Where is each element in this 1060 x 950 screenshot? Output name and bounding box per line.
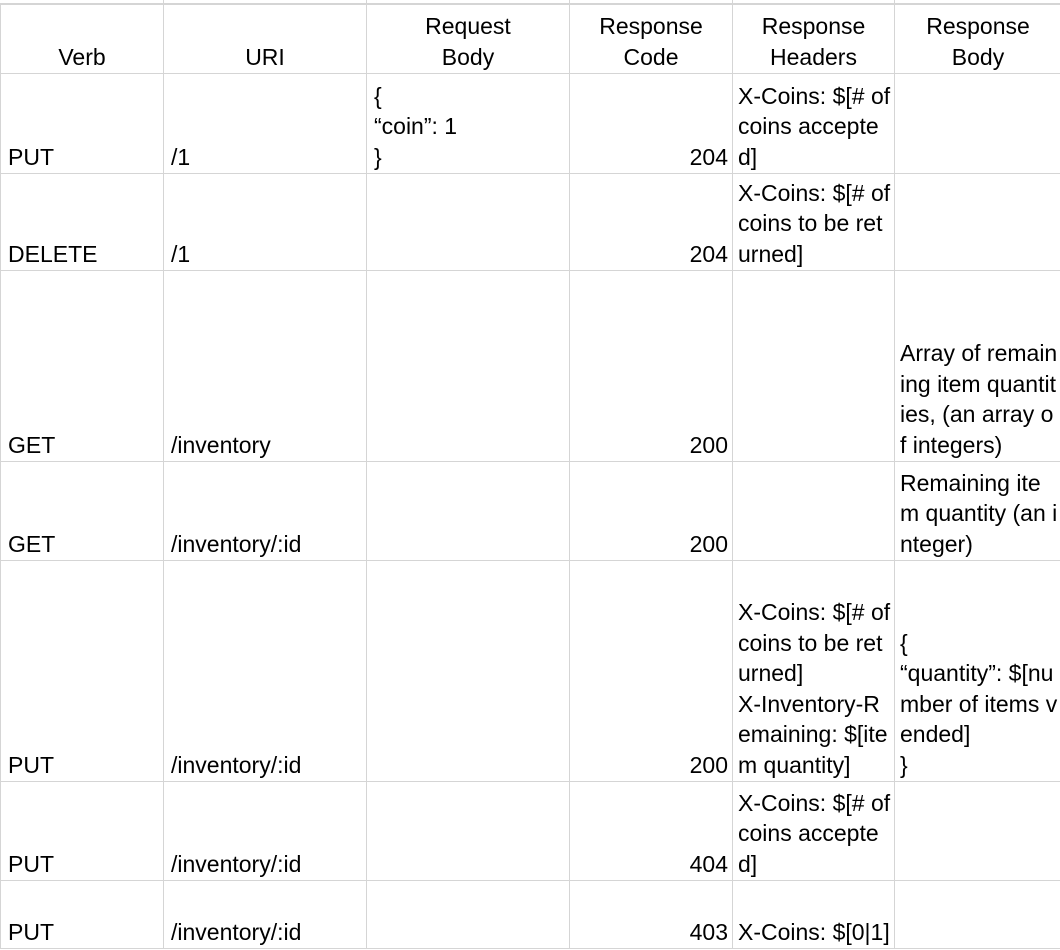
- verb-cell[interactable]: GET: [0, 270, 164, 462]
- response-body-cell[interactable]: [894, 781, 1060, 881]
- verb-cell[interactable]: PUT: [0, 880, 164, 949]
- response-body-cell[interactable]: [894, 880, 1060, 949]
- header-response-headers[interactable]: Response Headers: [732, 4, 895, 74]
- request-body-cell[interactable]: [366, 270, 570, 462]
- response-body-cell[interactable]: { “quantity”: $[number of items vended] …: [894, 560, 1060, 782]
- table-row: GET /inventory 200 Array of remaining it…: [0, 270, 1060, 462]
- response-headers-cell[interactable]: X-Coins: $[0|1]: [732, 880, 895, 949]
- response-headers-cell[interactable]: [732, 461, 895, 561]
- uri-cell[interactable]: /1: [163, 173, 367, 271]
- uri-cell[interactable]: /inventory/:id: [163, 461, 367, 561]
- table-row: PUT /inventory/:id 403 X-Coins: $[0|1]: [0, 880, 1060, 949]
- request-body-cell[interactable]: [366, 173, 570, 271]
- uri-cell[interactable]: /inventory/:id: [163, 560, 367, 782]
- table-row: GET /inventory/:id 200 Remaining item qu…: [0, 461, 1060, 561]
- response-code-cell[interactable]: 200: [569, 270, 733, 462]
- api-spec-table: Verb URI Request Body Response Code Resp…: [0, 4, 1060, 949]
- response-headers-cell[interactable]: X-Coins: $[# of coins to be returned] X-…: [732, 560, 895, 782]
- header-request-body[interactable]: Request Body: [366, 4, 570, 74]
- uri-cell[interactable]: /inventory: [163, 270, 367, 462]
- verb-cell[interactable]: GET: [0, 461, 164, 561]
- response-body-cell[interactable]: Array of remaining item quantities, (an …: [894, 270, 1060, 462]
- response-code-cell[interactable]: 200: [569, 461, 733, 561]
- table-row: DELETE /1 204 X-Coins: $[# of coins to b…: [0, 173, 1060, 271]
- header-row: Verb URI Request Body Response Code Resp…: [0, 4, 1060, 74]
- table-row: PUT /inventory/:id 404 X-Coins: $[# of c…: [0, 781, 1060, 881]
- header-verb[interactable]: Verb: [0, 4, 164, 74]
- response-headers-cell[interactable]: X-Coins: $[# of coins to be returned]: [732, 173, 895, 271]
- table-row: PUT /1 { “coin”: 1 } 204 X-Coins: $[# of…: [0, 73, 1060, 174]
- response-code-cell[interactable]: 404: [569, 781, 733, 881]
- verb-cell[interactable]: PUT: [0, 560, 164, 782]
- response-headers-cell[interactable]: X-Coins: $[# of coins accepted]: [732, 73, 895, 174]
- request-body-cell[interactable]: { “coin”: 1 }: [366, 73, 570, 174]
- uri-cell[interactable]: /1: [163, 73, 367, 174]
- request-body-cell[interactable]: [366, 880, 570, 949]
- response-body-cell[interactable]: [894, 73, 1060, 174]
- verb-cell[interactable]: PUT: [0, 73, 164, 174]
- header-response-code[interactable]: Response Code: [569, 4, 733, 74]
- hidden-row-strip: [0, 0, 1060, 4]
- response-code-cell[interactable]: 204: [569, 73, 733, 174]
- uri-cell[interactable]: /inventory/:id: [163, 880, 367, 949]
- response-body-cell[interactable]: [894, 173, 1060, 271]
- verb-cell[interactable]: DELETE: [0, 173, 164, 271]
- table-row: PUT /inventory/:id 200 X-Coins: $[# of c…: [0, 560, 1060, 782]
- response-code-cell[interactable]: 204: [569, 173, 733, 271]
- request-body-cell[interactable]: [366, 560, 570, 782]
- request-body-cell[interactable]: [366, 461, 570, 561]
- response-body-cell[interactable]: Remaining item quantity (an integer): [894, 461, 1060, 561]
- header-uri[interactable]: URI: [163, 4, 367, 74]
- response-headers-cell[interactable]: X-Coins: $[# of coins accepted]: [732, 781, 895, 881]
- request-body-cell[interactable]: [366, 781, 570, 881]
- header-response-body[interactable]: Response Body: [894, 4, 1060, 74]
- verb-cell[interactable]: PUT: [0, 781, 164, 881]
- uri-cell[interactable]: /inventory/:id: [163, 781, 367, 881]
- response-code-cell[interactable]: 403: [569, 880, 733, 949]
- response-headers-cell[interactable]: [732, 270, 895, 462]
- response-code-cell[interactable]: 200: [569, 560, 733, 782]
